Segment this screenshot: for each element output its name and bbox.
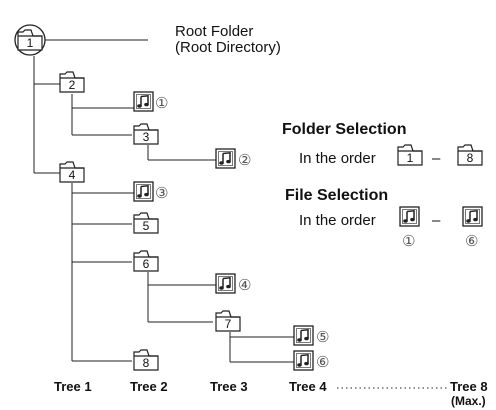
root-label-line2: (Root Directory): [175, 39, 281, 56]
folder-6[interactable]: 6: [133, 250, 159, 272]
tree-8-label: Tree 8: [450, 379, 488, 394]
folder-3[interactable]: 3: [133, 123, 159, 145]
music-file-icon: [215, 273, 236, 294]
file-5[interactable]: ⑤: [293, 325, 329, 346]
folder-number: 7: [225, 317, 232, 331]
file-2[interactable]: ②: [215, 148, 251, 169]
file-selection-dash: –: [432, 212, 441, 229]
folder-number: 4: [69, 168, 76, 182]
folder-number: 8: [143, 356, 150, 370]
file-marker: ④: [238, 276, 251, 294]
file-6[interactable]: ⑥: [293, 350, 329, 371]
folder-selection-legend: Folder Selection In the order 1 – 8: [282, 121, 483, 167]
file-selection-title: File Selection: [285, 187, 388, 204]
music-file-icon: [293, 350, 314, 371]
file-3[interactable]: ③: [133, 181, 168, 202]
root-label-line1: Root Folder: [175, 23, 253, 40]
folder-number: 1: [27, 36, 34, 50]
file-marker-from: ①: [402, 232, 415, 250]
music-file-icon: [293, 325, 314, 346]
file-marker: ②: [238, 151, 251, 169]
folder-number: 3: [143, 130, 150, 144]
folder-number: 8: [467, 151, 474, 165]
folder-number: 1: [407, 151, 414, 165]
folder-selection-title: Folder Selection: [282, 121, 406, 138]
tree-4-label: Tree 4: [289, 379, 327, 394]
folder-8[interactable]: 8: [133, 349, 159, 371]
tree-max-label: (Max.): [451, 394, 486, 408]
folder-5[interactable]: 5: [133, 212, 159, 234]
file-selection-prefix: In the order: [299, 212, 376, 229]
file-marker: ⑤: [316, 328, 329, 346]
folder-number: 2: [69, 78, 76, 92]
music-file-icon: [215, 148, 236, 169]
music-file-icon: [462, 206, 483, 227]
music-file-icon: [133, 91, 154, 112]
tree-1-label: Tree 1: [54, 379, 92, 394]
folder-4[interactable]: 4: [59, 161, 85, 183]
file-marker: ①: [155, 94, 168, 112]
tree-level-labels: Tree 1 Tree 2 Tree 3 Tree 4 Tree 8 (Max.…: [54, 379, 488, 408]
folder-icon: 8: [457, 144, 483, 166]
tree-connectors: [33, 39, 294, 363]
file-4[interactable]: ④: [215, 273, 251, 294]
folder-number: 6: [143, 257, 150, 271]
folder-2[interactable]: 2: [59, 71, 85, 93]
folder-selection-dash: –: [432, 150, 441, 167]
tree-3-label: Tree 3: [210, 379, 248, 394]
file-marker: ③: [155, 184, 168, 202]
root-folder[interactable]: 1: [14, 24, 46, 56]
music-file-icon: [133, 181, 154, 202]
file-marker-to: ⑥: [465, 232, 478, 250]
folder-7[interactable]: 7: [215, 310, 241, 332]
file-selection-legend: File Selection In the order – ① ⑥: [285, 187, 483, 250]
file-marker: ⑥: [316, 353, 329, 371]
folder-selection-prefix: In the order: [299, 150, 376, 167]
folder-icon: 1: [397, 144, 423, 166]
folder-number: 5: [143, 219, 150, 233]
tree-2-label: Tree 2: [130, 379, 168, 394]
file-1[interactable]: ①: [133, 91, 168, 112]
music-file-icon: [399, 206, 420, 227]
